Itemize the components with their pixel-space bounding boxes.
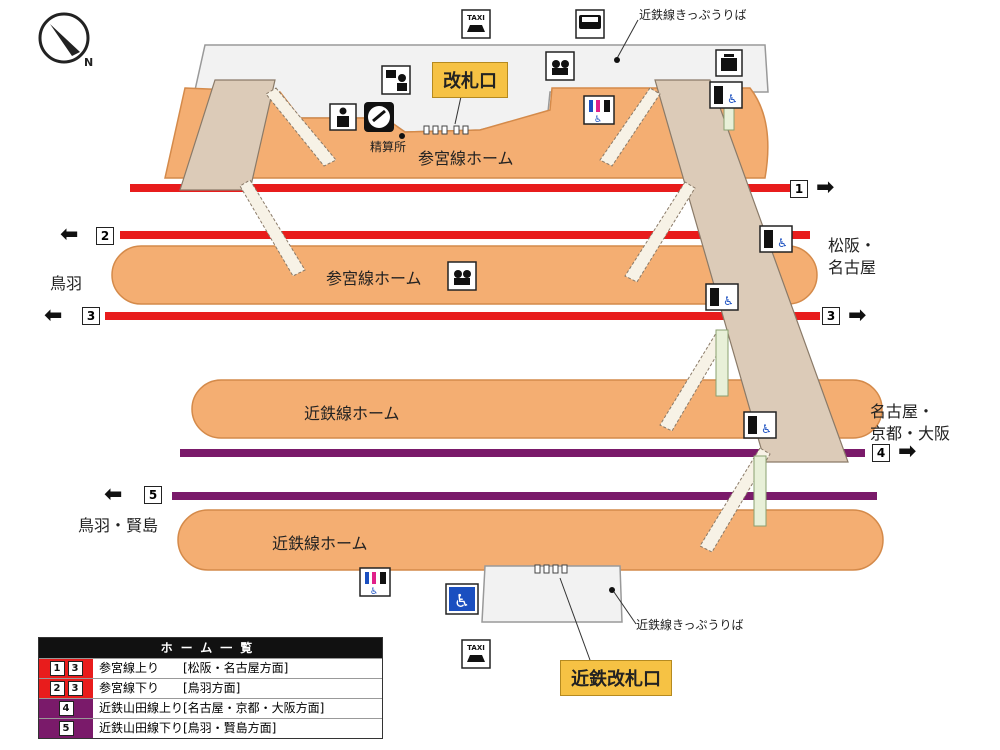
destination-label: 名古屋 (828, 258, 877, 277)
telephone-icon (447, 261, 477, 291)
legend-track-number: 3 (67, 661, 83, 676)
coin-locker-icon (715, 49, 743, 77)
legend-title: ホーム一覧 (39, 638, 382, 658)
ticket-office-icon (381, 65, 411, 95)
ticket-gates-upper (423, 125, 469, 135)
platform-label: 近鉄線ホーム (304, 404, 400, 423)
fare-adjustment-icon (364, 102, 394, 132)
legend-row: 5 近鉄山田線下り[鳥羽・賢島方面] (39, 718, 382, 738)
svg-text:♿: ♿ (761, 422, 772, 436)
svg-text:TAXI: TAXI (467, 14, 485, 22)
svg-text:N: N (84, 56, 93, 69)
legend-swatch: 2 3 (39, 679, 93, 698)
svg-text:♿: ♿ (727, 92, 738, 106)
lower-concourse (481, 565, 623, 623)
legend-track-number: 1 (49, 661, 65, 676)
legend-track-number: 4 (58, 701, 74, 716)
svg-text:♿: ♿ (454, 591, 470, 612)
track-4 (180, 449, 865, 457)
kintetsu-ticket-office-top: 近鉄線きっぷうりば (639, 8, 747, 22)
svg-text:TAXI: TAXI (467, 644, 485, 652)
fare-adjustment-label: 精算所 (370, 140, 407, 154)
ticket-gates-lower (534, 564, 568, 574)
arrow-right-icon: ➡ (848, 303, 867, 328)
arrow-right-icon: ➡ (816, 175, 835, 200)
track-number: 1 (790, 180, 808, 198)
arrow-left-icon: ⬅ (60, 222, 79, 247)
platform-legend: ホーム一覧 1 3 参宮線上り [松阪・名古屋方面] 2 3 参宮線下り [鳥羽… (38, 637, 383, 739)
legend-swatch: 5 (39, 719, 93, 738)
wheelchair-icon: ♿ (445, 583, 479, 615)
arrow-left-icon: ⬅ (104, 482, 123, 507)
track-number: 3 (822, 307, 840, 325)
destination-label: 松阪・ (828, 236, 877, 255)
taxi-icon: TAXI (461, 9, 491, 39)
stairs-group (239, 87, 771, 553)
elevator-shaft (753, 455, 767, 527)
track-number: 2 (96, 227, 114, 245)
destination-label: 京都・大阪 (870, 424, 951, 443)
restroom-icon: ♿ (583, 95, 615, 125)
elevator-icon: ♿ (759, 225, 793, 253)
legend-text: 近鉄山田線下り[鳥羽・賢島方面] (99, 721, 277, 735)
arrow-left-icon: ⬅ (44, 303, 63, 328)
svg-text:♿: ♿ (370, 587, 378, 597)
legend-text: 参宮線下り [鳥羽方面] (99, 681, 241, 695)
legend-track-number: 5 (58, 721, 74, 736)
legend-swatch: 4 (39, 699, 93, 718)
jr-ticket-gate-label: 改札口 (432, 62, 508, 98)
track-3 (105, 312, 820, 320)
legend-row: 1 3 参宮線上り [松阪・名古屋方面] (39, 658, 382, 678)
track-1 (130, 184, 790, 192)
bus-icon (575, 9, 605, 39)
legend-track-number: 3 (67, 681, 83, 696)
information-icon (329, 103, 357, 131)
platform-label: 参宮線ホーム (326, 269, 422, 288)
legend-row: 4 近鉄山田線上り[名古屋・京都・大阪方面] (39, 698, 382, 718)
elevator-icon: ♿ (743, 411, 777, 439)
telephone-icon (545, 51, 575, 81)
track-number: 5 (144, 486, 162, 504)
legend-text: 近鉄山田線上り[名古屋・京都・大阪方面] (99, 701, 325, 715)
legend-track-number: 2 (49, 681, 65, 696)
destination-label: 名古屋・ (870, 402, 935, 421)
platform-kintetsu-upper (191, 379, 883, 439)
platform-label: 参宮線ホーム (418, 149, 514, 168)
legend-row: 2 3 参宮線下り [鳥羽方面] (39, 678, 382, 698)
svg-text:♿: ♿ (723, 294, 734, 308)
legend-text: 参宮線上り [松阪・名古屋方面] (99, 661, 289, 675)
destination-label: 鳥羽 (50, 274, 83, 293)
track-number: 3 (82, 307, 100, 325)
elevator-shaft (715, 329, 729, 397)
compass-icon: N (38, 12, 93, 69)
svg-text:♿: ♿ (777, 236, 788, 250)
track-number: 4 (872, 444, 890, 462)
elevator-icon: ♿ (709, 81, 743, 109)
destination-label: 鳥羽・賢島 (78, 516, 159, 535)
restroom-icon: ♿ (359, 567, 391, 597)
track-2 (120, 231, 810, 239)
platform-label: 近鉄線ホーム (272, 534, 368, 553)
kintetsu-ticket-gate-label: 近鉄改札口 (560, 660, 672, 696)
track-5 (172, 492, 877, 500)
elevator-icon: ♿ (705, 283, 739, 311)
legend-swatch: 1 3 (39, 659, 93, 678)
kintetsu-ticket-office-bottom: 近鉄線きっぷうりば (636, 618, 744, 632)
taxi-icon: TAXI (461, 639, 491, 669)
arrow-right-icon: ➡ (898, 439, 917, 464)
svg-text:♿: ♿ (594, 115, 602, 125)
